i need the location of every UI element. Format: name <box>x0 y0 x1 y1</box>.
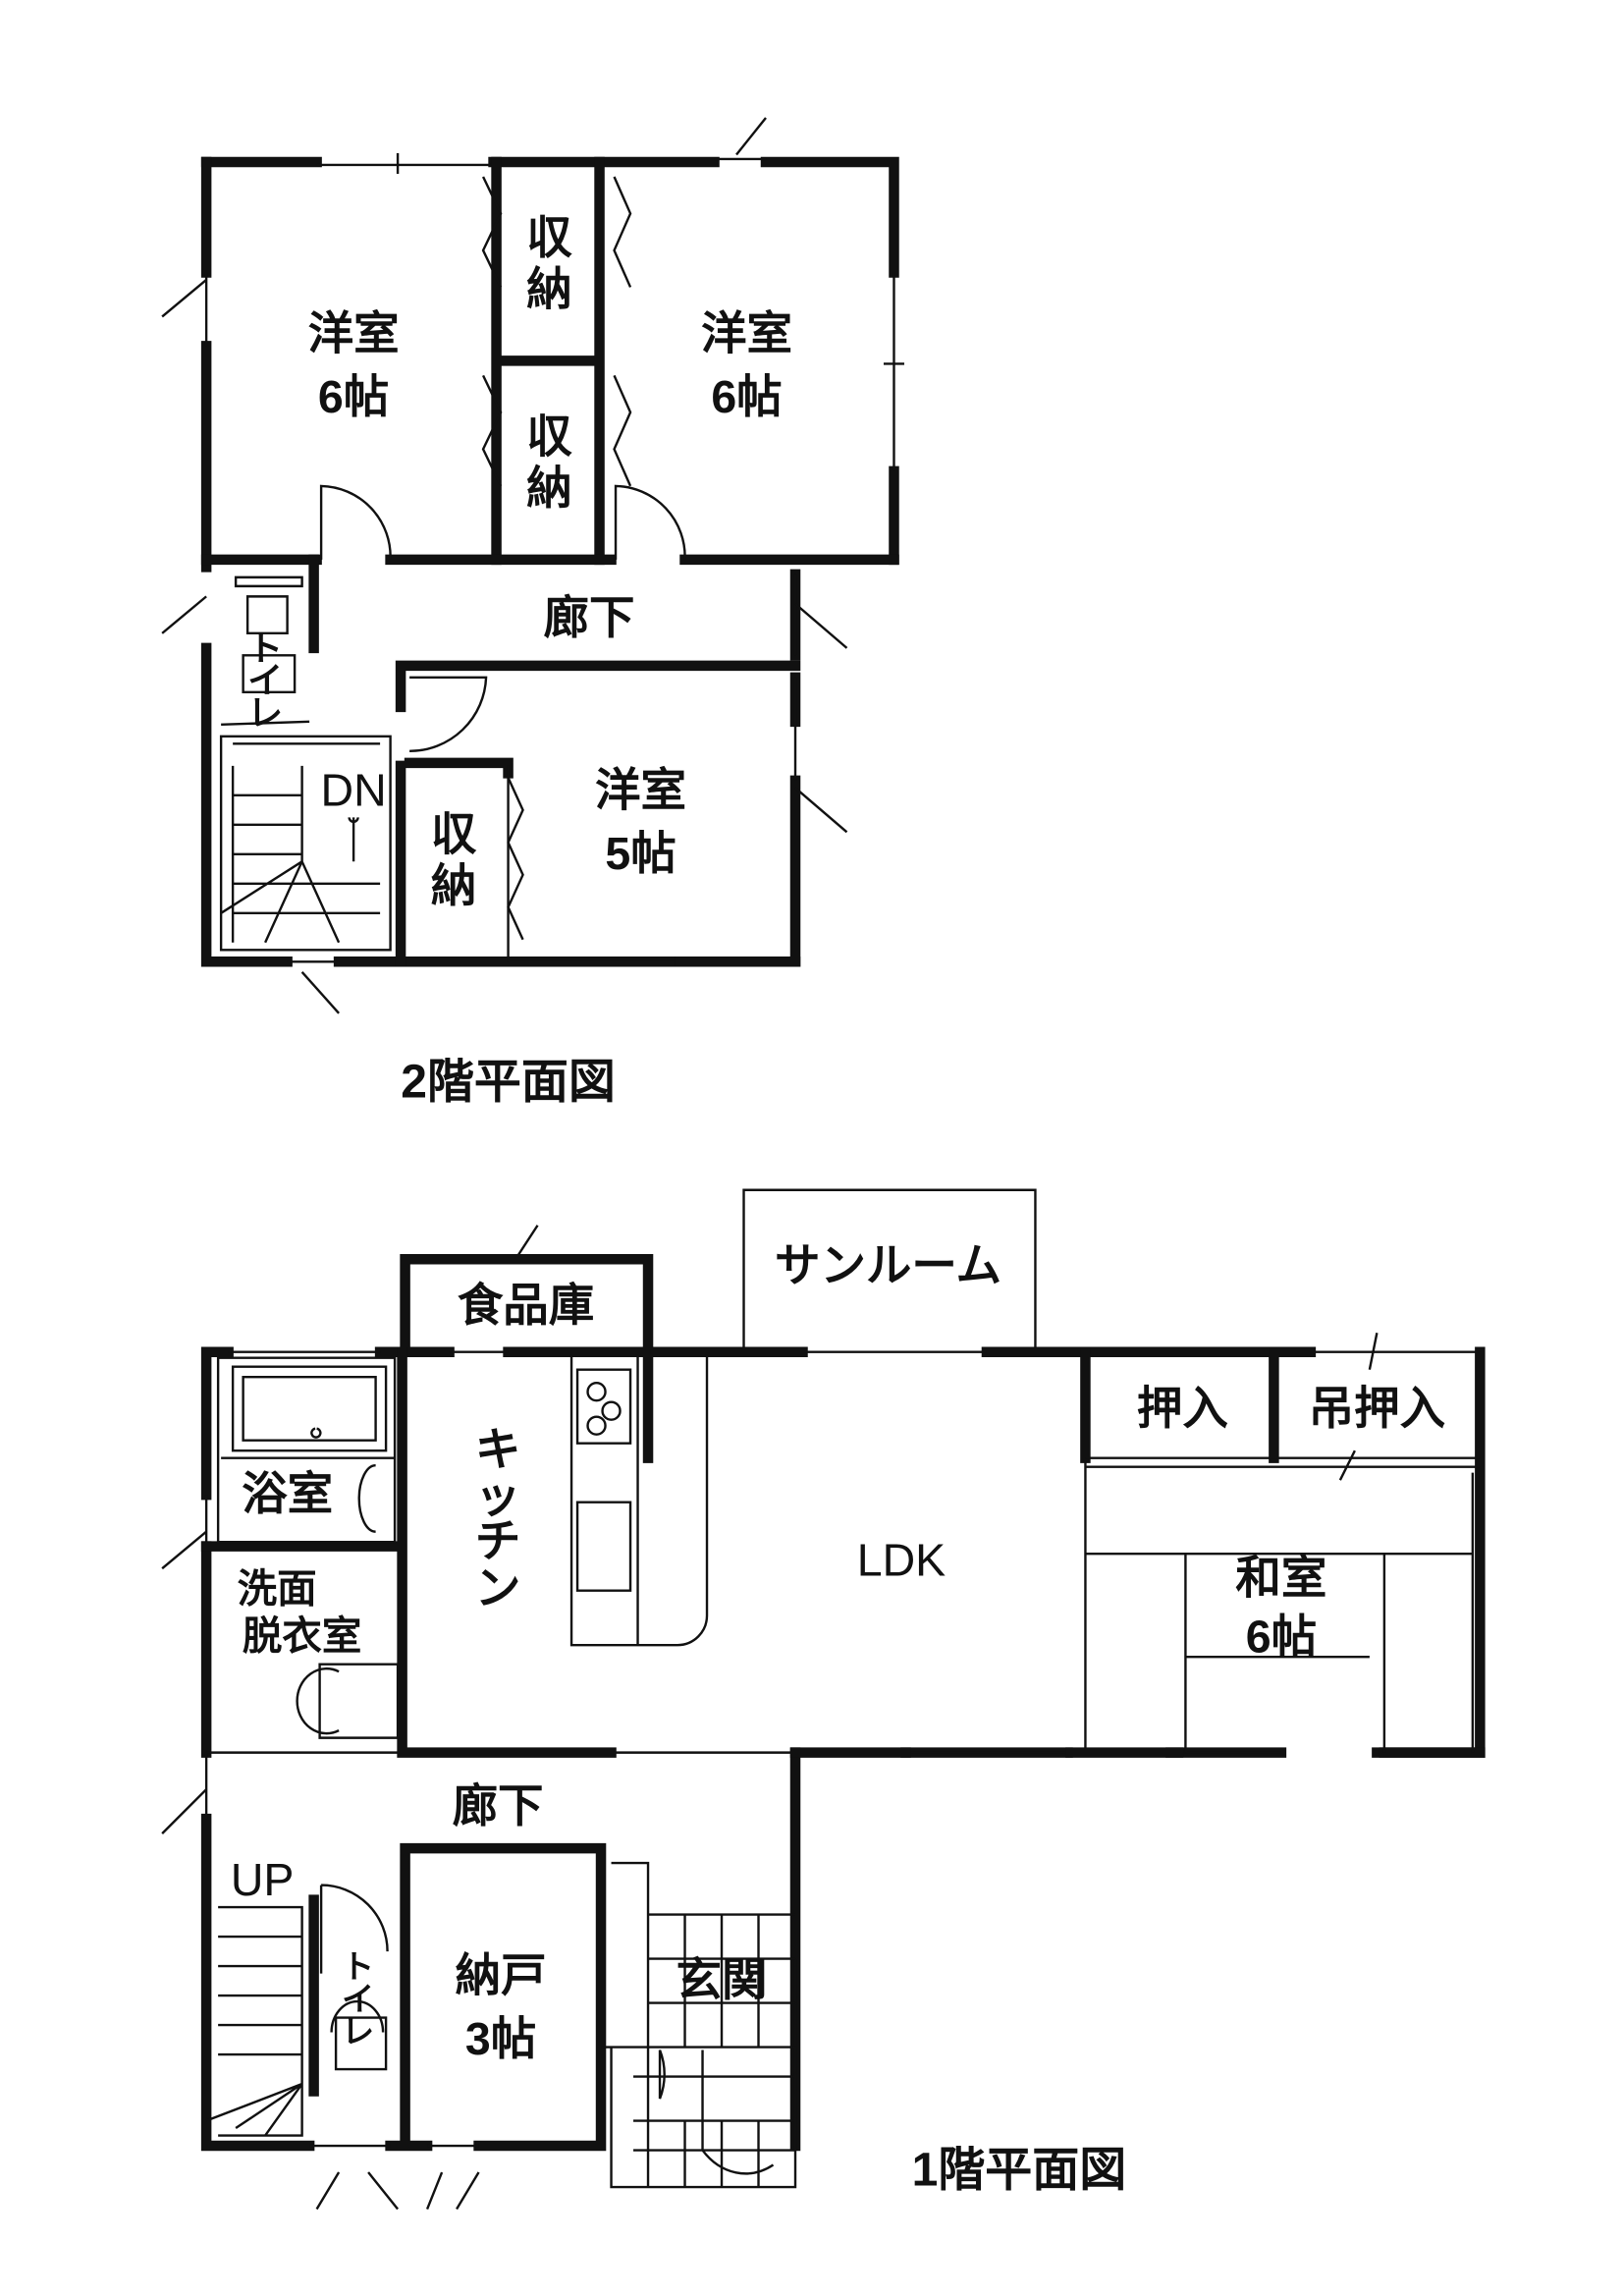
stairs-down-label: DN <box>321 764 387 815</box>
storeroom-name: 納戸 <box>456 1950 547 2001</box>
room-western-a-name: 洋室 <box>308 307 400 358</box>
floor1-title: 1階平面図 <box>912 2145 1127 2197</box>
floor2-title: 2階平面図 <box>401 1056 616 1108</box>
kitchen-2: ッ <box>475 1471 521 1522</box>
entrance-label: 玄関 <box>676 1954 768 2005</box>
toilet-1f-3: レ <box>342 2013 374 2050</box>
kitchen-1: キ <box>475 1424 521 1475</box>
upper-closet-label: 吊押入 <box>1309 1383 1445 1434</box>
storage-b-1: 収 <box>526 410 572 462</box>
room-western-c-size: 5帖 <box>605 828 676 879</box>
closet-label: 押入 <box>1137 1383 1228 1434</box>
storage-a-1: 収 <box>526 212 572 263</box>
kitchen-3: チ <box>475 1515 521 1566</box>
sunroom-label: サンルーム <box>775 1240 1001 1291</box>
hallway-1f: 廊下 <box>453 1780 544 1831</box>
room-western-a-size: 6帖 <box>318 371 389 422</box>
toilet-2f-2: イ <box>247 660 283 700</box>
storage-a-2: 納 <box>526 263 572 314</box>
japanese-room-size: 6帖 <box>1246 1612 1317 1663</box>
storage-b-2: 納 <box>526 463 572 514</box>
stairs-up-label: UP <box>231 1854 295 1905</box>
hallway-2f: 廊下 <box>544 592 635 643</box>
toilet-2f-1: ト <box>247 628 283 668</box>
storage-c-1: 収 <box>431 808 477 859</box>
pantry-label: 食品庫 <box>458 1280 594 1331</box>
washroom-1: 洗面 <box>238 1566 317 1612</box>
kitchen-4: ン <box>475 1562 521 1613</box>
storage-c-2: 納 <box>431 860 477 911</box>
ldk-label: LDK <box>857 1535 946 1586</box>
bathroom-label: 浴室 <box>242 1468 333 1519</box>
toilet-1f-2: イ <box>342 1981 374 2017</box>
floor1-walls <box>161 1188 1486 2211</box>
room-western-b-name: 洋室 <box>701 307 792 358</box>
toilet-1f-1: ト <box>342 1948 374 1985</box>
floor1-plan: 食品庫 サンルーム キ ッ チ ン LDK 押入 吊押入 和室 6帖 浴室 洗面… <box>161 1188 1486 2211</box>
washroom-2: 脱衣室 <box>243 1613 361 1659</box>
floor2-walls <box>161 117 904 1014</box>
japanese-room-name: 和室 <box>1235 1553 1326 1604</box>
room-western-b-size: 6帖 <box>711 371 782 422</box>
room-western-c-name: 洋室 <box>595 764 686 815</box>
storeroom-size: 3帖 <box>465 2013 536 2064</box>
toilet-2f-3: レ <box>247 692 283 733</box>
floor2-plan: 洋室 6帖 収 納 収 納 洋室 6帖 廊下 ト イ レ DN 収 納 洋室 5… <box>161 117 904 1108</box>
